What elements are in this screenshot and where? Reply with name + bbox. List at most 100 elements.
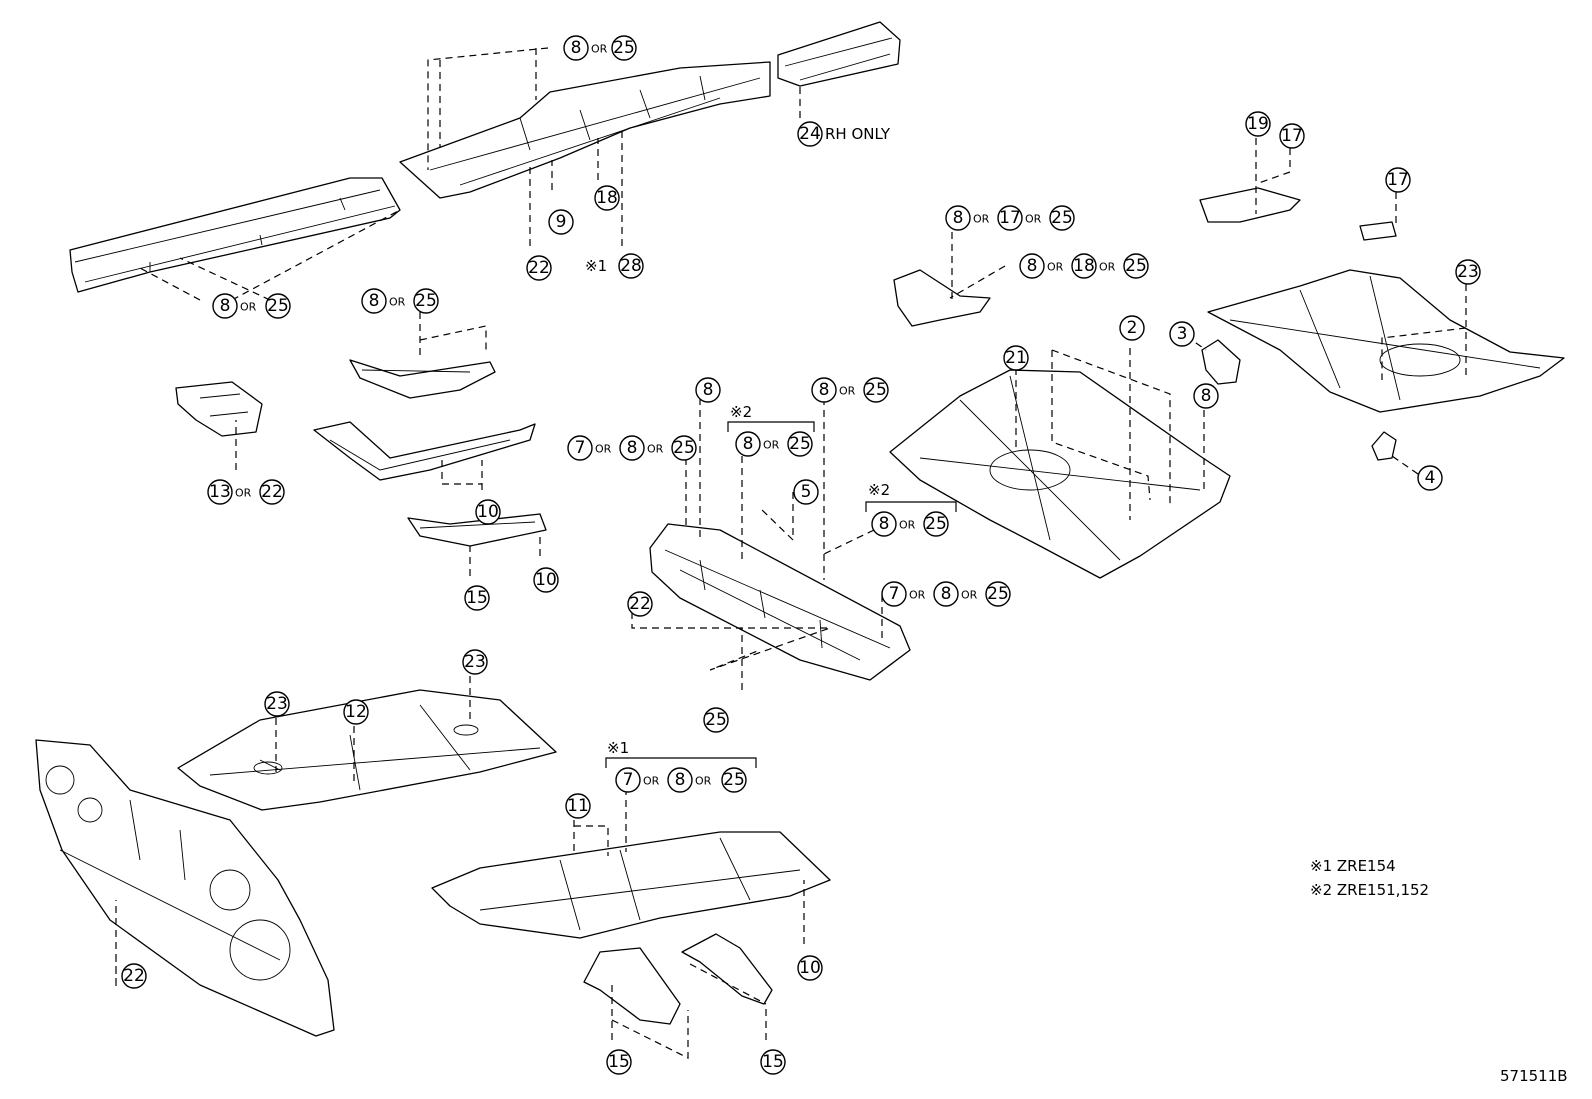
svg-text:8: 8 [879, 514, 890, 534]
callout-10: 10 [475, 499, 501, 525]
callout-23: 23 [462, 649, 488, 675]
variant-brackets [605, 421, 957, 768]
svg-text:23: 23 [464, 652, 486, 672]
diagram-code: 571511B [1500, 1067, 1568, 1085]
callout-23: 23 [264, 691, 290, 717]
or-label: OR [695, 775, 712, 788]
svg-text:23: 23 [1457, 262, 1479, 282]
svg-text:3: 3 [1177, 324, 1188, 344]
callout-13: 12 [343, 699, 369, 725]
svg-text:18: 18 [1073, 256, 1095, 276]
callout-25: 25 [611, 35, 637, 61]
callout-8: 8 [361, 288, 387, 314]
svg-text:8: 8 [743, 434, 754, 454]
callout-25: 25 [265, 293, 291, 319]
svg-text:25: 25 [1051, 208, 1073, 228]
callout-17: 17 [1385, 167, 1411, 193]
svg-text:8: 8 [703, 380, 714, 400]
or-label: OR [1047, 261, 1064, 274]
svg-text:10: 10 [477, 502, 499, 522]
variant-notes: ※1 ZRE154 ※2 ZRE151,152 [1310, 857, 1429, 899]
callout-17: 17 [997, 205, 1023, 231]
callout-11: 11 [565, 793, 591, 819]
dash-cross-member [649, 523, 911, 681]
part-drawings [35, 21, 1565, 1037]
svg-text:18: 18 [596, 188, 618, 208]
svg-text:8: 8 [369, 291, 380, 311]
callout-28: 28 [618, 253, 644, 279]
callout-25: 25 [721, 767, 747, 793]
svg-text:12: 12 [345, 702, 367, 722]
or-label: OR [1025, 213, 1042, 226]
callout-15: 15 [464, 585, 490, 611]
callout-8: 8 [735, 431, 761, 457]
rear-floor-bracket [893, 269, 991, 327]
svg-text:25: 25 [865, 380, 887, 400]
callout-15: 15 [606, 1049, 632, 1075]
or-label: OR [1099, 261, 1116, 274]
svg-text:7: 7 [575, 438, 586, 458]
svg-text:8: 8 [220, 296, 231, 316]
or-label: OR [235, 487, 252, 500]
svg-text:10: 10 [799, 958, 821, 978]
or-label: OR [899, 519, 916, 532]
svg-text:15: 15 [762, 1052, 784, 1072]
variant-mark-2: ※2 [868, 481, 890, 499]
svg-text:25: 25 [267, 296, 289, 316]
or-label: OR [961, 589, 978, 602]
svg-text:8: 8 [819, 380, 830, 400]
dash-bracket [175, 381, 263, 437]
callout-8: 8 [563, 35, 589, 61]
callout-12: 13 [207, 479, 233, 505]
or-label: OR [973, 213, 990, 226]
or-label: OR [591, 43, 608, 56]
rear-floor-pan-rear [1207, 269, 1565, 413]
callout-2: 2 [1119, 315, 1145, 341]
callout-8: 8 [1019, 253, 1045, 279]
svg-text:25: 25 [789, 434, 811, 454]
svg-text:17: 17 [999, 208, 1021, 228]
callout-25: 25 [985, 581, 1011, 607]
callout-25: 25 [413, 288, 439, 314]
svg-text:8: 8 [953, 208, 964, 228]
svg-text:8: 8 [1201, 386, 1212, 406]
svg-text:22: 22 [261, 482, 283, 502]
dash-panel [35, 739, 335, 1037]
callout-21: 21 [1003, 345, 1029, 371]
svg-text:25: 25 [1125, 256, 1147, 276]
trunk-floor-bracket [1199, 187, 1301, 223]
svg-text:25: 25 [705, 710, 727, 730]
svg-text:7: 7 [889, 584, 900, 604]
callout-22: 22 [526, 255, 552, 281]
callout-18: 18 [594, 185, 620, 211]
floor-side-rail-middle [313, 421, 536, 481]
rear-floor-pan [889, 369, 1231, 579]
callout-8: 8 [695, 377, 721, 403]
svg-text:25: 25 [415, 291, 437, 311]
callouts: 8 OR 25 24 RH ONLY 18 9 22 ※1 28 8 OR 25… [121, 35, 1481, 1075]
note-zre151-152: ※2 ZRE151,152 [1310, 881, 1429, 899]
svg-text:22: 22 [528, 258, 550, 278]
callout-8: 8 [1193, 383, 1219, 409]
callout-3: 3 [1169, 321, 1195, 347]
svg-text:13: 13 [209, 482, 231, 502]
callout-7: 7 [567, 435, 593, 461]
callout-15: 15 [760, 1049, 786, 1075]
callout-8: 8 [811, 377, 837, 403]
svg-text:8: 8 [675, 770, 686, 790]
rh-extension-bracket [777, 21, 901, 87]
svg-text:23: 23 [266, 694, 288, 714]
or-label: OR [839, 385, 856, 398]
callout-19: 19 [1245, 111, 1271, 137]
side-member-rail [69, 177, 401, 293]
floor-side-rail-lower [407, 513, 547, 547]
svg-text:15: 15 [608, 1052, 630, 1072]
callout-17: 17 [1279, 123, 1305, 149]
callout-8: 8 [933, 581, 959, 607]
callout-23: 23 [1455, 259, 1481, 285]
svg-text:8: 8 [941, 584, 952, 604]
svg-text:22: 22 [123, 966, 145, 986]
svg-text:25: 25 [925, 514, 947, 534]
callout-4: 4 [1417, 465, 1443, 491]
svg-text:8: 8 [1027, 256, 1038, 276]
